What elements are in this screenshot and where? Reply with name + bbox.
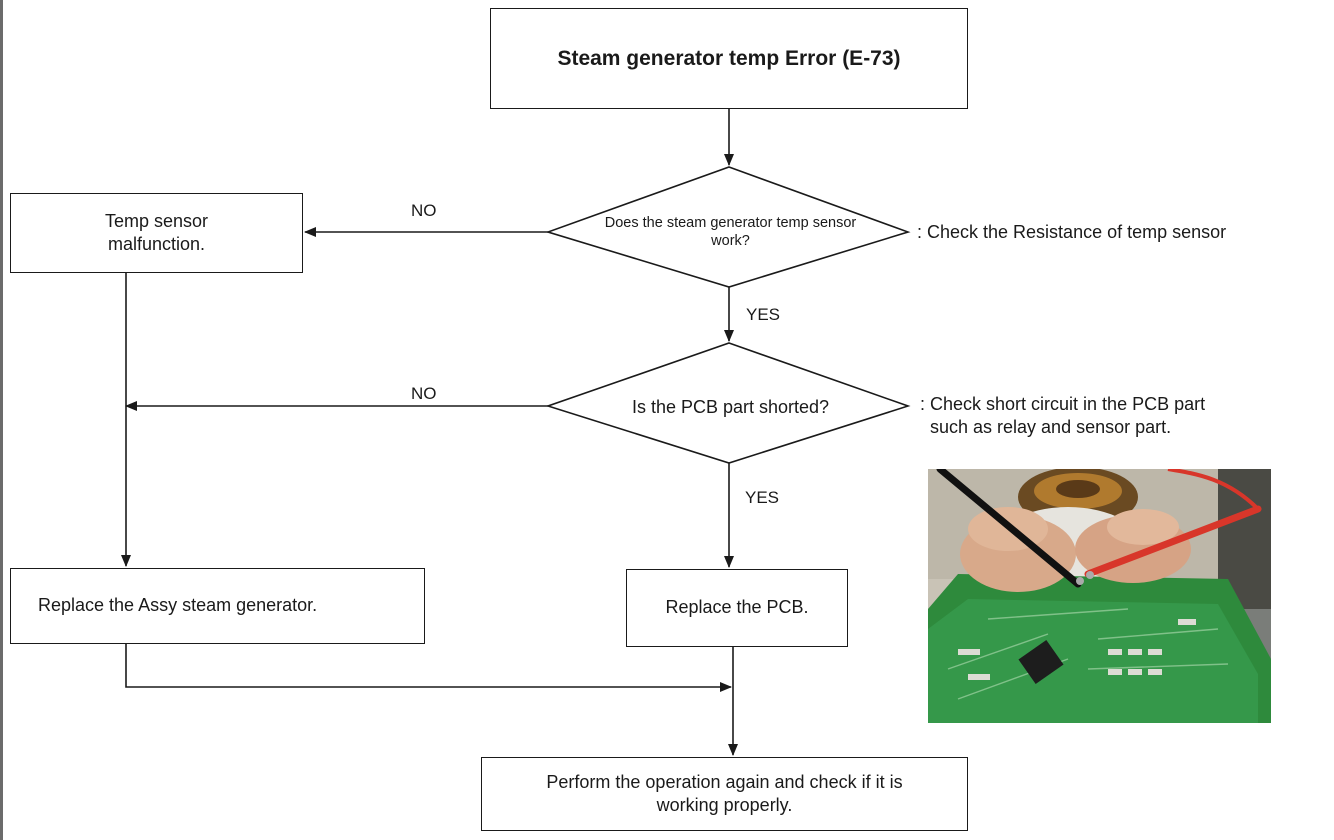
decision2-text: Is the PCB part shorted? bbox=[631, 396, 830, 417]
replace-assy-text: Replace the Assy steam generator. bbox=[38, 595, 318, 616]
decision1-yes-label: YES bbox=[746, 305, 781, 324]
replace-pcb-box: Replace the PCB. bbox=[626, 569, 848, 647]
decision1-text: Does the steam generator temp sensor wor… bbox=[604, 214, 857, 249]
decision2-yes-label: YES bbox=[745, 488, 780, 507]
temp-sensor-malfunction-text: Temp sensor malfunction. bbox=[104, 210, 209, 254]
decision2-note-line2: such as relay and sensor part. bbox=[930, 417, 1172, 438]
decision2-note: : Check short circuit in the PCB part su… bbox=[920, 393, 1205, 440]
temp-sensor-malfunction-box: Temp sensor malfunction. bbox=[10, 193, 303, 273]
decision1-note: : Check the Resistance of temp sensor bbox=[917, 222, 1227, 242]
left-border-rule bbox=[0, 0, 3, 840]
replace-assy-box: Replace the Assy steam generator. bbox=[10, 568, 425, 644]
decision1-no-label: NO bbox=[411, 201, 437, 220]
perform-again-box: Perform the operation again and check if… bbox=[481, 757, 968, 831]
replace-pcb-text: Replace the PCB. bbox=[665, 597, 809, 618]
pcb-testing-photo bbox=[928, 469, 1271, 723]
perform-again-text: Perform the operation again and check if… bbox=[546, 771, 903, 815]
flowchart-title-box: Steam generator temp Error (E-73) bbox=[490, 8, 968, 109]
connector-assy-to-merge bbox=[125, 644, 732, 692]
decision2-no-label: NO bbox=[411, 384, 437, 403]
decision2-note-line1: : Check short circuit in the PCB part bbox=[920, 394, 1206, 414]
